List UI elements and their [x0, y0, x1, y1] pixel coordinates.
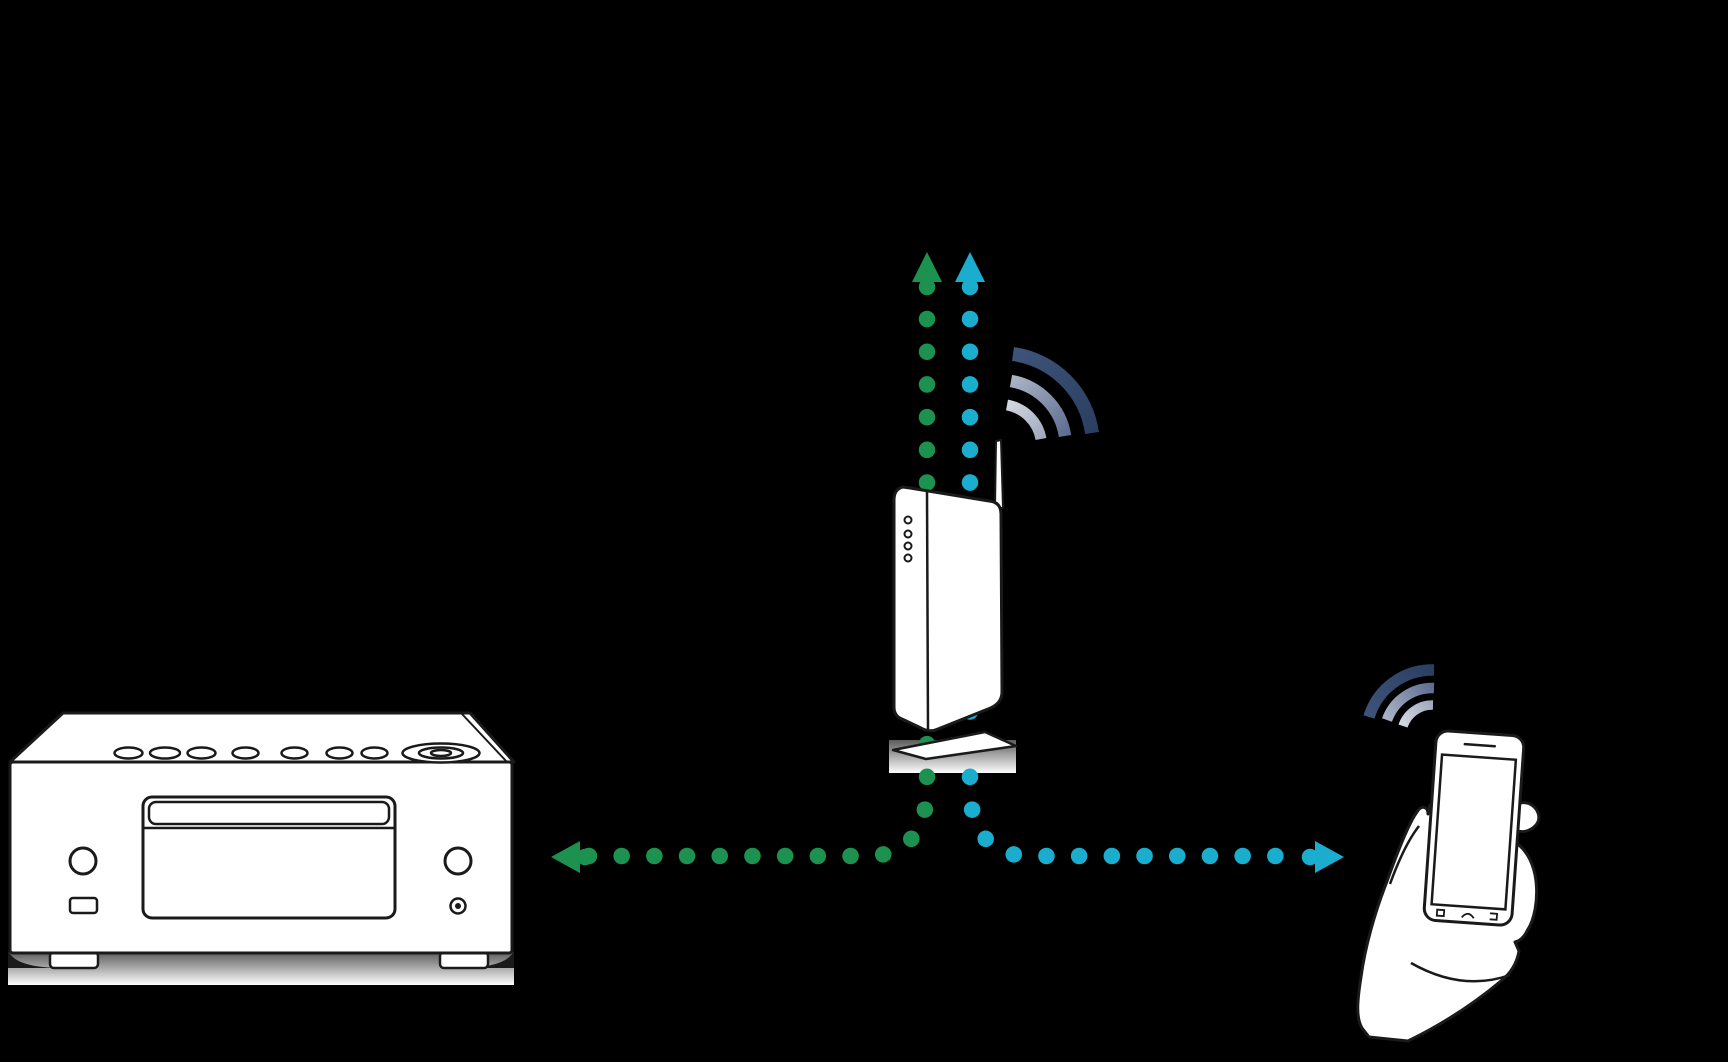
arrow-up-cyan-icon: [955, 252, 985, 282]
wifi-signal-icon: [1005, 347, 1099, 441]
arrow-up-cyan-tail: [961, 278, 979, 296]
router-antenna: [993, 438, 1005, 509]
arrow-right-cyan-icon: [1315, 841, 1344, 873]
green-dotted-path: [573, 310, 936, 865]
arrow-up-green-tail: [918, 278, 936, 296]
router-base-plate: [891, 730, 1018, 761]
hand-finger-crease: [1388, 825, 1420, 885]
receiver-top-buttons: [113, 746, 389, 760]
arrow-up-green-icon: [912, 252, 942, 282]
receiver-headphone-jack-hole: [455, 903, 461, 909]
receiver-volume-knob: [401, 742, 481, 764]
receiver-corner-shadow-right: [458, 950, 514, 968]
phone-home-icon: [1461, 912, 1475, 919]
cyan-dotted-path: [961, 310, 1307, 865]
receiver-right-knob: [443, 846, 473, 876]
smartphone: [1422, 729, 1526, 927]
cyan-data-flow: [955, 252, 1344, 873]
green-data-flow: [551, 252, 942, 873]
router-led-lights: [903, 515, 913, 563]
phone-back-icon: [1489, 912, 1499, 921]
receiver-power-button: [68, 896, 99, 915]
phone-screen: [1430, 753, 1518, 911]
phone-menu-icon: [1435, 908, 1446, 918]
arrow-left-green-tail: [576, 848, 594, 866]
router-body: [892, 485, 1004, 733]
wireless-router: [891, 347, 1099, 761]
receiver-left-knob: [68, 846, 98, 876]
hand-palm-crease: [1410, 961, 1511, 983]
stereo-receiver: [8, 711, 516, 985]
arrow-right-cyan-tail: [1301, 848, 1319, 866]
router-body-crease: [925, 490, 930, 731]
wifi-signal-icon: [1363, 664, 1435, 728]
phone-nav-buttons: [1435, 908, 1499, 921]
smartphone-in-hand: [1356, 664, 1541, 1043]
arrow-left-green-icon: [551, 841, 580, 873]
receiver-top-crease: [461, 713, 508, 763]
receiver-corner-shadow-left: [8, 950, 64, 968]
phone-speaker: [1463, 742, 1497, 748]
receiver-display-slot: [147, 800, 391, 826]
